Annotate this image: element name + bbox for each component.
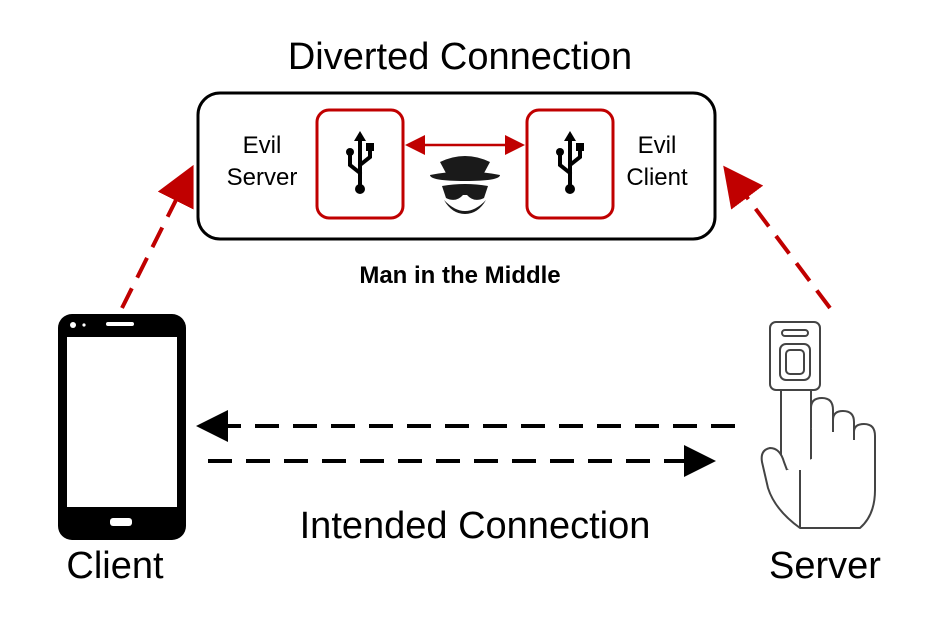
evil-client-line-2: Client [626,164,688,191]
spy-icon [430,156,500,214]
client-label: Client [66,545,164,587]
evil-server-line-2: Server [226,164,298,191]
diverted-arrow-server [723,165,832,310]
intended-connection-label: Intended Connection [299,505,651,547]
evil-server-usb [315,108,405,220]
evil-server-line-1: Evil [242,132,282,159]
smartphone-icon [58,314,186,540]
usb-icon [346,131,374,194]
security-key-icon [760,321,876,529]
evil-client-usb [525,108,615,220]
server-label: Server [769,545,881,587]
man-in-the-middle-label: Man in the Middle [359,262,561,289]
evil-client-line-1: Evil [637,132,677,159]
diverted-connection-title: Diverted Connection [287,36,633,78]
diverted-arrow-client [120,164,194,309]
evil-server-label: Evil Server [212,130,312,194]
usb-icon [556,131,584,194]
evil-client-label: Evil Client [612,130,702,194]
